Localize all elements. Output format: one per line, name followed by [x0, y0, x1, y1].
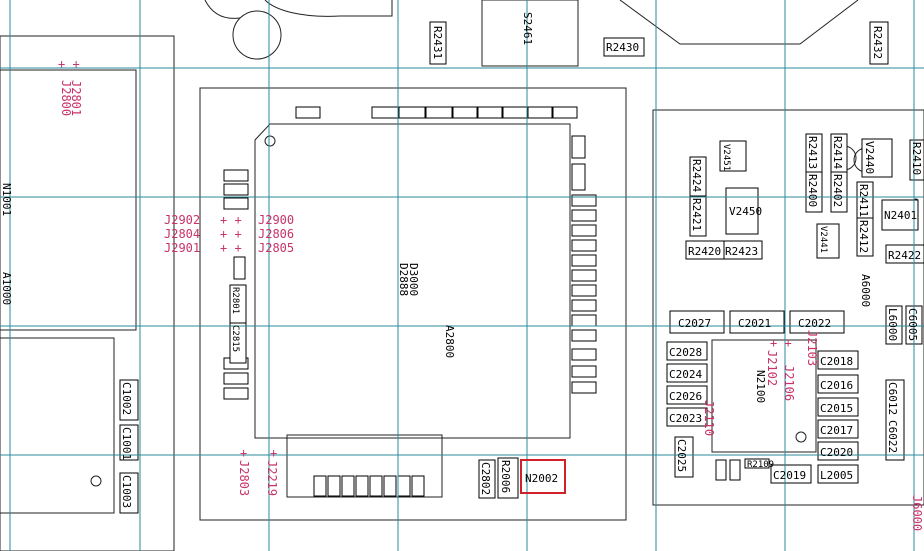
label-j2803: J2803 [237, 460, 251, 496]
label-c6022: C6022 [886, 420, 899, 453]
label-r2402: R2402 [831, 174, 844, 207]
label-v2451: V2451 [721, 144, 731, 171]
label-j2901: J2901 [164, 241, 200, 255]
label-r2431: R2431 [431, 26, 444, 59]
n2002-highlight[interactable] [520, 459, 566, 494]
label-j2801: J2801 [69, 80, 83, 116]
top-board-outline [204, 0, 859, 67]
label-j2804: J2804 [164, 227, 200, 241]
label-v2450: V2450 [729, 205, 762, 218]
label-a6000: A6000 [859, 274, 872, 307]
label-a1000: A1000 [0, 272, 13, 305]
label-c2021: C2021 [738, 317, 771, 330]
misc-small-parts [715, 458, 770, 481]
label-r2424: R2424 [690, 159, 703, 192]
label-v2441: V2441 [818, 226, 828, 253]
label-j2806: J2806 [258, 227, 294, 241]
label-j2902: J2902 [164, 213, 200, 227]
label-c2016: C2016 [820, 379, 853, 392]
label-r2006: R2006 [499, 460, 512, 493]
label-l6000: L6000 [886, 308, 899, 341]
label-c2802: C2802 [479, 462, 492, 495]
label-l2005: L2005 [820, 469, 853, 482]
label-r2410: R2410 [910, 142, 923, 175]
label-j2805: J2805 [258, 241, 294, 255]
plus-j2219: + [270, 446, 277, 460]
central-module-outline [199, 87, 627, 521]
label-j2106: J2106 [782, 365, 796, 401]
label-c2027: C2027 [678, 317, 711, 330]
label-c2028: C2028 [669, 346, 702, 359]
plus-j2102: + + [770, 336, 792, 350]
label-r2420: R2420 [688, 245, 721, 258]
label-r2421: R2421 [690, 198, 703, 231]
label-j2900: J2900 [258, 213, 294, 227]
plus-row-1: + + [220, 213, 242, 227]
bottom-chip-row [313, 475, 425, 497]
label-r2430: R2430 [606, 41, 639, 54]
label-d3000: D3000 [407, 263, 420, 296]
label-v2440: V2440 [863, 141, 876, 174]
label-n2002[interactable]: N2002 [525, 472, 558, 485]
label-c6005: C6005 [906, 308, 919, 341]
label-r2432: R2432 [871, 26, 884, 59]
label-c1001: C1001 [120, 427, 133, 460]
label-j2219: J2219 [265, 460, 279, 496]
label-s2461: S2461 [521, 12, 534, 45]
label-c2023: C2023 [669, 412, 702, 425]
label-j2102: J2102 [765, 350, 779, 386]
label-r2414: R2414 [831, 136, 844, 169]
label-n2401: N2401 [884, 209, 917, 222]
label-a2800: A2800 [443, 325, 456, 358]
label-r2801: R2801 [230, 287, 240, 314]
plus-j2800: + + [58, 57, 80, 71]
plus-row-3: + + [220, 241, 242, 255]
label-c2017: C2017 [820, 424, 853, 437]
label-c6012: C6012 [886, 382, 899, 415]
right-chip-column [571, 135, 597, 394]
label-c1002: C1002 [120, 382, 133, 415]
label-c2018: C2018 [820, 355, 853, 368]
label-n1001: N1001 [0, 183, 13, 216]
left-board-outline [0, 35, 175, 551]
label-j2103: J2103 [805, 330, 819, 366]
label-d2888: D2888 [397, 263, 410, 296]
label-c2025: C2025 [675, 439, 688, 472]
label-c1003: C1003 [120, 475, 133, 508]
label-r2412: R2412 [857, 220, 870, 253]
label-c2024: C2024 [669, 368, 702, 381]
plus-row-2: + + [220, 227, 242, 241]
label-n2100: N2100 [754, 370, 767, 403]
label-j6000: J6000 [910, 495, 924, 531]
label-r2411: R2411 [857, 184, 870, 217]
label-c2815: C2815 [230, 325, 240, 352]
plus-j2803: + [240, 446, 247, 460]
label-j2800: J2800 [59, 80, 73, 116]
label-r2422: R2422 [888, 249, 921, 262]
label-j2110: J2110 [702, 400, 716, 436]
label-c2026: C2026 [669, 390, 702, 403]
label-c2020: C2020 [820, 446, 853, 459]
label-r2413: R2413 [806, 136, 819, 169]
label-r2400: R2400 [806, 174, 819, 207]
top-chip-row [295, 106, 578, 119]
label-c2019: C2019 [773, 469, 806, 482]
label-c2015: C2015 [820, 402, 853, 415]
label-r2423: R2423 [725, 245, 758, 258]
label-r2109: R2109 [747, 460, 774, 470]
label-c2022: C2022 [798, 317, 831, 330]
